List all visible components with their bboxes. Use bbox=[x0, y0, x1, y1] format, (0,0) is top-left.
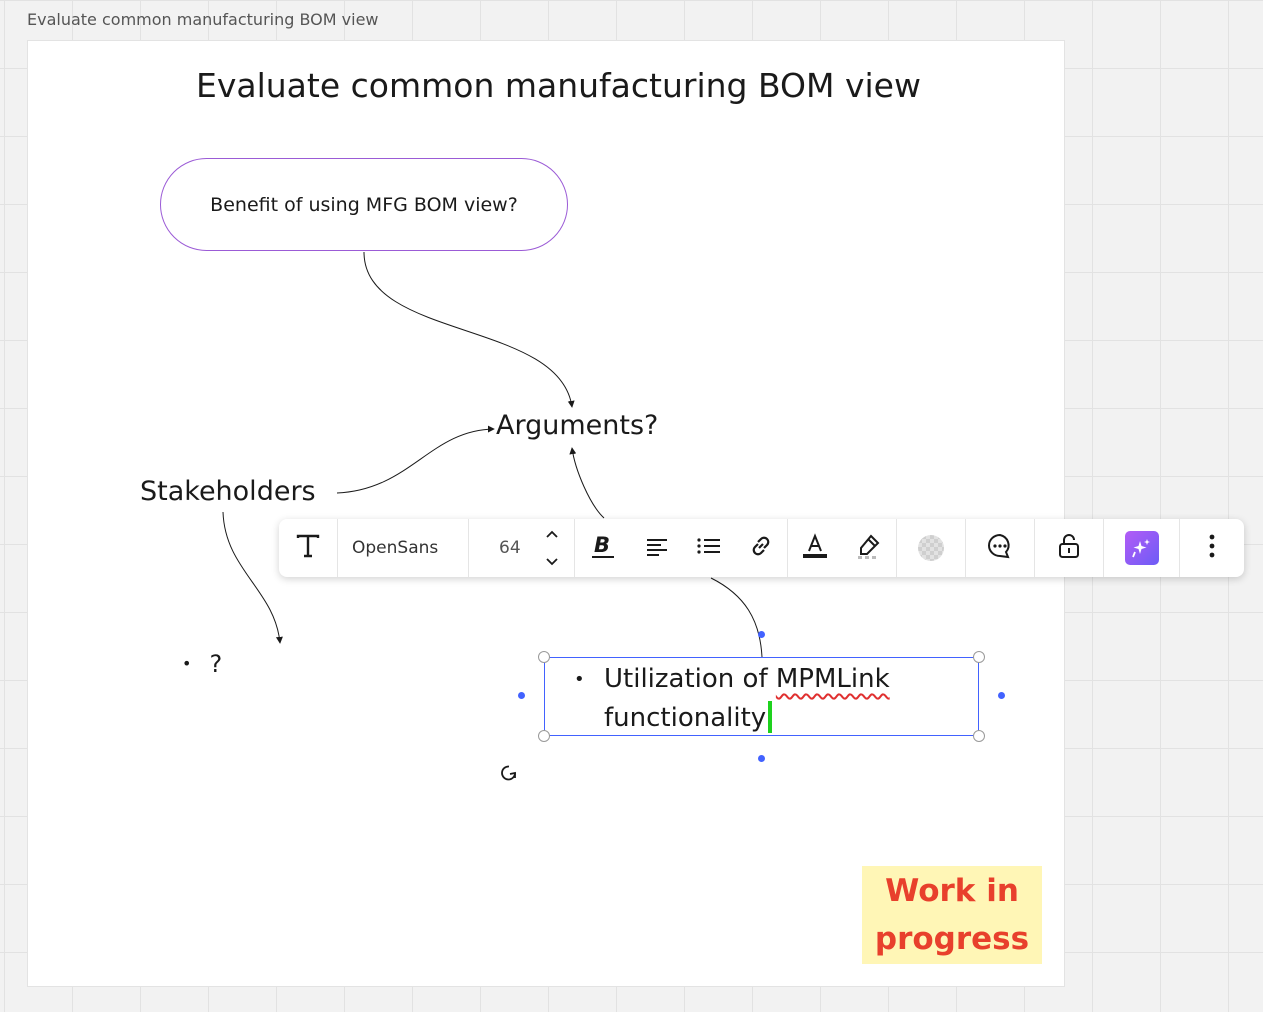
selection-box[interactable] bbox=[544, 657, 979, 736]
bold-icon: B bbox=[590, 532, 616, 564]
connector-handle-bottom[interactable] bbox=[758, 755, 765, 762]
toolbar-separator bbox=[896, 519, 897, 577]
selected-bullet-dot: • bbox=[574, 669, 585, 690]
toolbar-separator bbox=[965, 519, 966, 577]
toolbar-separator bbox=[787, 519, 788, 577]
text-caret bbox=[768, 701, 773, 733]
selected-text-line-2: functionality bbox=[574, 699, 974, 738]
list-button[interactable] bbox=[683, 519, 735, 577]
font-size-field[interactable]: 64 bbox=[469, 519, 574, 577]
selected-text-prefix: Utilization of bbox=[604, 664, 776, 694]
board-title[interactable]: Evaluate common manufacturing BOM view bbox=[196, 66, 921, 105]
sticky-note[interactable]: Work in progress bbox=[862, 866, 1042, 964]
bullet-list-icon bbox=[696, 534, 722, 562]
transparent-fill-icon bbox=[918, 535, 944, 561]
comment-icon bbox=[986, 532, 1014, 564]
bold-button[interactable]: B bbox=[575, 519, 631, 577]
resize-handle-top-left[interactable] bbox=[538, 651, 550, 663]
question-bullet-text: ? bbox=[209, 650, 223, 678]
text-type-button[interactable] bbox=[279, 519, 337, 577]
lock-button[interactable] bbox=[1035, 519, 1103, 577]
question-pill-shape[interactable]: Benefit of using MFG BOM view? bbox=[160, 158, 568, 251]
toolbar-separator bbox=[1179, 519, 1180, 577]
more-vertical-icon bbox=[1208, 533, 1216, 563]
stakeholders-text[interactable]: Stakeholders bbox=[140, 476, 316, 507]
font-size-value: 64 bbox=[499, 538, 521, 558]
toolbar-separator bbox=[337, 519, 338, 577]
question-bullet-list[interactable]: •? bbox=[182, 650, 222, 678]
link-button[interactable] bbox=[735, 519, 787, 577]
text-toolbar: OpenSans 64 B bbox=[279, 519, 1244, 577]
text-color-button[interactable] bbox=[788, 519, 842, 577]
arguments-text[interactable]: Arguments? bbox=[496, 410, 659, 441]
question-pill-text: Benefit of using MFG BOM view? bbox=[210, 193, 518, 216]
font-size-stepper-icon[interactable] bbox=[545, 529, 559, 572]
link-icon bbox=[748, 533, 774, 563]
align-button[interactable] bbox=[631, 519, 683, 577]
connector-handle-left[interactable] bbox=[518, 692, 525, 699]
resize-handle-top-right[interactable] bbox=[973, 651, 985, 663]
align-left-icon bbox=[645, 534, 669, 562]
more-options-button[interactable] bbox=[1180, 519, 1243, 577]
toolbar-separator bbox=[468, 519, 469, 577]
selected-text-line2: functionality bbox=[604, 703, 767, 733]
comment-button[interactable] bbox=[966, 519, 1034, 577]
frame-label[interactable]: Evaluate common manufacturing BOM view bbox=[27, 10, 379, 29]
sparkle-icon bbox=[1124, 531, 1159, 565]
toolbar-separator bbox=[1103, 519, 1104, 577]
text-color-icon bbox=[801, 532, 829, 564]
svg-text:B: B bbox=[594, 533, 610, 557]
connector-handle-right[interactable] bbox=[998, 692, 1005, 699]
selected-text-editor[interactable]: • Utilization of MPMLink functionality bbox=[574, 660, 974, 738]
fill-color-button[interactable] bbox=[897, 519, 965, 577]
highlight-button[interactable] bbox=[842, 519, 896, 577]
bullet-dot: • bbox=[182, 654, 192, 673]
toolbar-separator bbox=[1034, 519, 1035, 577]
resize-handle-bottom-left[interactable] bbox=[538, 730, 550, 742]
ai-assist-button[interactable] bbox=[1104, 519, 1179, 577]
text-t-icon bbox=[294, 532, 322, 564]
connector-handle-top[interactable] bbox=[758, 631, 765, 638]
rotate-handle-icon[interactable] bbox=[498, 762, 520, 789]
resize-handle-bottom-right[interactable] bbox=[973, 730, 985, 742]
font-family-select[interactable]: OpenSans bbox=[338, 519, 468, 577]
toolbar-separator bbox=[574, 519, 575, 577]
font-family-label: OpenSans bbox=[352, 538, 439, 558]
misspelled-word[interactable]: MPMLink bbox=[775, 664, 890, 694]
sticky-note-text: Work in progress bbox=[874, 873, 1030, 957]
highlighter-icon bbox=[855, 532, 883, 564]
unlock-icon bbox=[1056, 532, 1082, 564]
selected-text-line-1: Utilization of MPMLink bbox=[574, 660, 974, 699]
